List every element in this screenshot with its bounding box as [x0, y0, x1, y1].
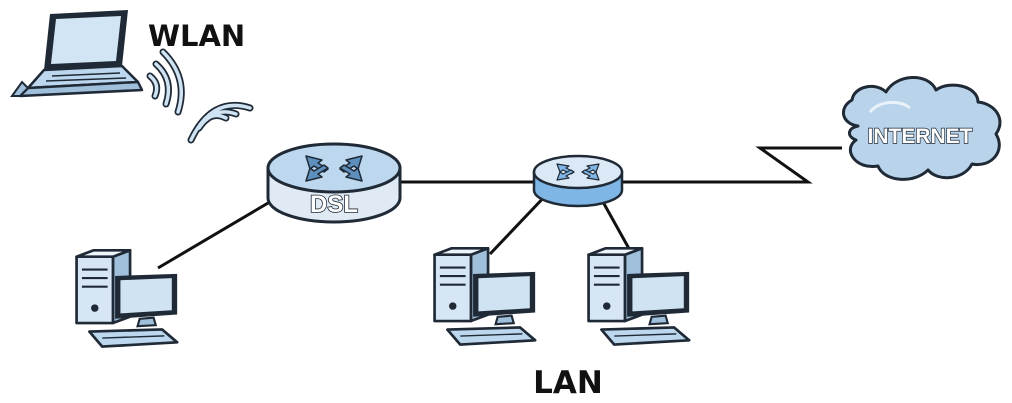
network-switch-icon: [532, 154, 624, 208]
dsl-router-icon: [266, 142, 402, 224]
wifi-signal-icon: [146, 48, 254, 144]
internet-label: INTERNET: [868, 125, 973, 148]
link-pc-to-dsl: [157, 191, 286, 270]
link-switch-to-pc-center: [488, 191, 550, 256]
internet-cloud-icon: [842, 76, 1002, 181]
laptop-icon: [10, 10, 144, 98]
desktop-computer-icon: [587, 246, 691, 346]
link-switch-to-internet: [620, 146, 842, 184]
lan-label: LAN: [533, 365, 603, 401]
wlan-label: WLAN: [148, 19, 245, 53]
dsl-label: DSL: [310, 191, 358, 218]
desktop-computer-icon: [433, 246, 537, 346]
